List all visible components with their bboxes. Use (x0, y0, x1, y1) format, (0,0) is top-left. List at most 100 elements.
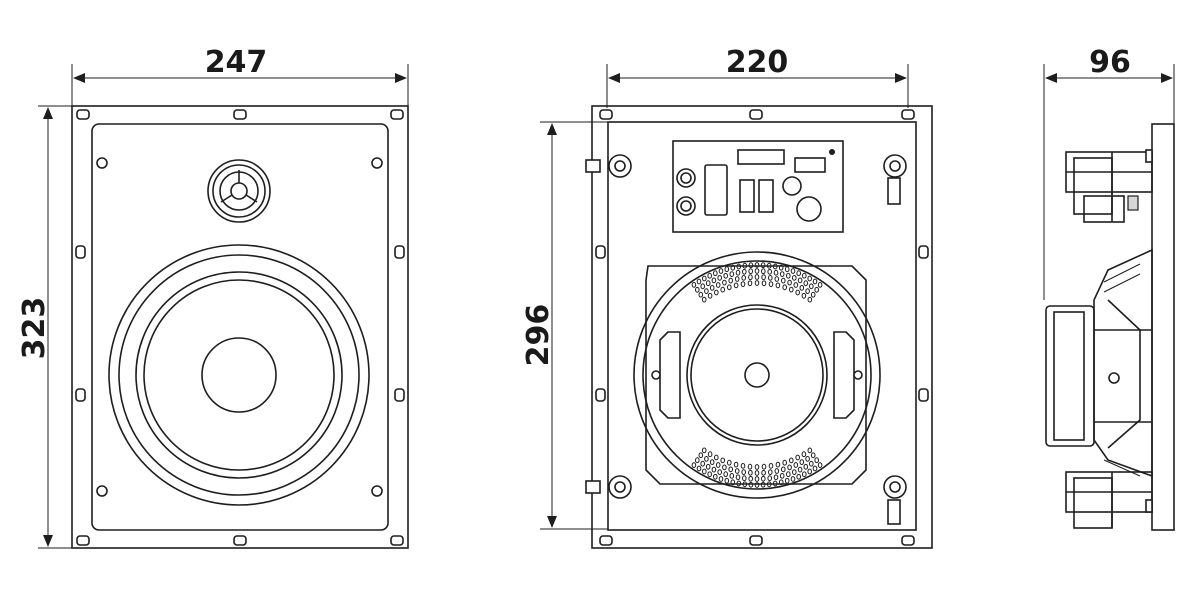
vent-hole (796, 473, 802, 480)
vent-hole (734, 468, 740, 474)
vent-hole (761, 280, 767, 287)
vent-hole (702, 275, 707, 282)
front-height-dimension: 323 (17, 105, 72, 549)
vent-hole (748, 262, 754, 269)
vent-hole (779, 271, 785, 278)
back-vent-holes (691, 262, 823, 488)
vent-hole (704, 288, 709, 295)
vent-hole (740, 463, 746, 469)
vent-hole (720, 286, 726, 293)
vent-hole (707, 272, 713, 279)
vent-hole (748, 274, 753, 281)
vent-hole (718, 268, 724, 274)
vent-hole (701, 447, 707, 454)
vent-hole (803, 463, 809, 470)
vent-hole (707, 471, 713, 478)
front-width-dimension: 247 (71, 45, 409, 108)
vent-hole (812, 465, 818, 472)
vent-hole (786, 471, 791, 478)
vent-hole (704, 456, 709, 462)
vent-hole (768, 463, 774, 469)
side-upper-clamp (1065, 149, 1153, 223)
vent-hole (741, 275, 747, 281)
vent-hole (741, 469, 747, 476)
vent-hole (748, 268, 754, 275)
back-view: 220 296 (521, 45, 933, 549)
vent-hole (724, 266, 730, 273)
vent-hole (754, 470, 760, 476)
vent-hole (761, 463, 767, 470)
side-view: 96 (1043, 45, 1175, 531)
vent-hole (761, 469, 766, 476)
vent-hole (747, 463, 753, 470)
vent-hole (722, 279, 727, 286)
vent-hole (778, 479, 784, 486)
vent-hole (810, 291, 816, 298)
vent-hole (784, 477, 790, 484)
back-width-label: 220 (726, 45, 789, 80)
vent-hole (748, 481, 754, 488)
vent-hole (702, 468, 707, 475)
vent-hole (754, 280, 760, 286)
vent-hole (735, 474, 741, 481)
vent-hole (736, 263, 742, 270)
vent-hole (691, 462, 697, 469)
vent-hole (786, 272, 791, 279)
vent-hole (807, 468, 813, 475)
vent-hole (761, 268, 766, 275)
vent-hole (772, 480, 778, 487)
vent-hole (787, 464, 792, 471)
vent-hole (713, 270, 718, 277)
vent-hole (736, 480, 742, 487)
vent-hole (729, 271, 735, 278)
vent-hole (773, 474, 779, 481)
vent-hole (761, 475, 766, 482)
vent-hole (760, 481, 766, 488)
vent-hole (748, 469, 753, 476)
vent-hole (807, 447, 813, 454)
vent-hole (778, 264, 784, 271)
vent-hole (754, 262, 760, 268)
front-grille (91, 123, 389, 531)
side-depth-dimension: 96 (1043, 45, 1175, 300)
vent-hole (705, 280, 711, 287)
vent-hole (814, 457, 820, 464)
back-woofer-basket (633, 251, 881, 499)
vent-hole (790, 476, 796, 482)
vent-hole (784, 266, 790, 273)
vent-hole (696, 278, 702, 285)
back-crossover-board (672, 140, 844, 233)
vent-hole (728, 466, 734, 473)
vent-hole (760, 262, 766, 269)
vent-hole (809, 283, 814, 290)
vent-hole (711, 466, 717, 473)
vent-hole (793, 282, 799, 288)
vent-hole (742, 268, 747, 275)
vent-hole (700, 460, 706, 467)
vent-hole (796, 270, 802, 277)
vent-hole (766, 262, 772, 269)
vent-hole (701, 296, 707, 303)
vent-hole (795, 289, 801, 296)
vent-hole (795, 454, 801, 461)
vent-hole (754, 274, 760, 280)
vent-hole (789, 286, 794, 293)
side-lower-clamp (1065, 471, 1153, 529)
vent-hole (812, 278, 818, 285)
vent-hole (767, 268, 773, 275)
vent-hole (772, 263, 778, 270)
vent-hole (715, 282, 721, 288)
vent-hole (768, 281, 774, 288)
vent-hole (754, 482, 760, 488)
vent-hole (717, 469, 723, 476)
vent-hole (695, 457, 700, 464)
vent-hole (709, 459, 715, 466)
vent-hole (724, 477, 730, 484)
vent-hole (805, 288, 810, 295)
vent-hole (717, 275, 723, 281)
vent-hole (723, 272, 729, 279)
vent-hole (742, 475, 747, 482)
vent-hole (797, 466, 803, 473)
vent-hole (713, 473, 718, 480)
